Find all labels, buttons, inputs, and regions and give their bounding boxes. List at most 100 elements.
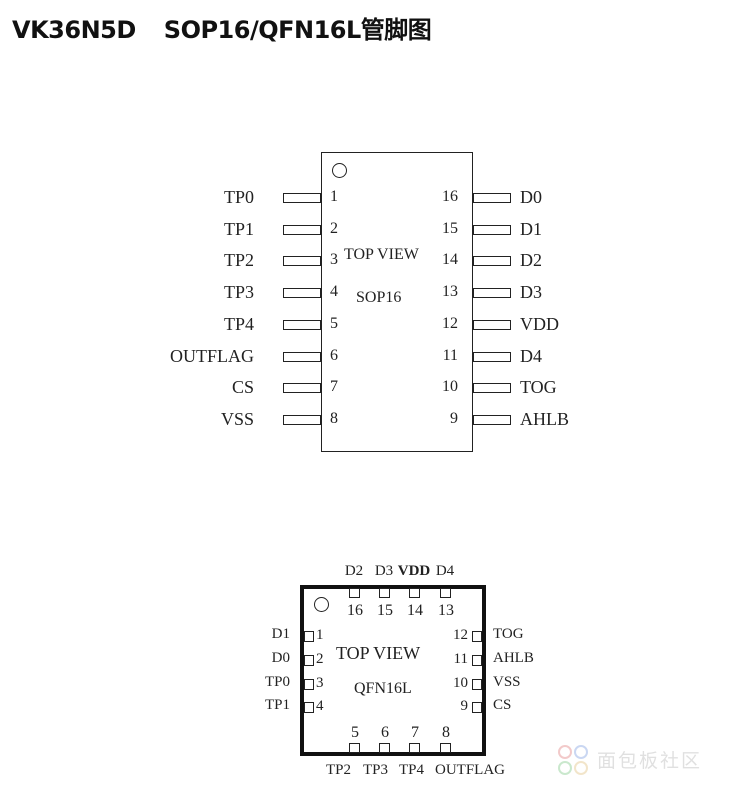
watermark-text: 面包板社区 <box>597 750 703 772</box>
sop16-pin-name: TP3 <box>223 282 254 303</box>
sop16-pin-number: 1 <box>330 188 338 205</box>
sop16-pin-name: D2 <box>520 250 542 271</box>
title-package: SOP16/QFN16L管脚图 <box>163 16 432 44</box>
qfn16-pin-number: 4 <box>316 698 324 714</box>
qfn16-pin-number: 1 <box>316 627 324 643</box>
qfn16-pin-name: D3 <box>374 563 394 579</box>
sop16-pin-number: 2 <box>330 219 338 237</box>
qfn16-pin-number: 7 <box>411 724 419 741</box>
qfn16-pin-name: AHLB <box>493 650 534 666</box>
qfn16-pin-pad <box>304 702 314 713</box>
sop16-pin-number: 7 <box>330 378 338 396</box>
sop16-pin-name: OUTFLAG <box>170 345 254 366</box>
sop16-pin-lead <box>283 193 321 203</box>
sop16-pin-lead <box>473 288 511 299</box>
sop16-pin-name: D4 <box>520 345 542 366</box>
sop16-pin-lead <box>473 383 511 394</box>
qfn16-pin-name: TP4 <box>399 762 425 778</box>
qfn16-pin-name: TP0 <box>264 674 290 690</box>
qfn16-package-label: QFN16L <box>354 680 412 697</box>
title-part: VK36N5D <box>12 16 136 44</box>
sop16-pin-number: 10 <box>442 378 458 396</box>
sop16-pin-name: TP1 <box>223 218 254 239</box>
sop16-package-label: SOP16 <box>356 289 402 306</box>
sop16-pin-lead <box>283 383 321 394</box>
qfn16-pin-name: TP3 <box>363 762 389 778</box>
qfn16-pin-number: 10 <box>453 675 468 691</box>
sop16-pin-name: AHLB <box>520 408 569 429</box>
sop16-pin-name: TP4 <box>223 313 254 334</box>
qfn16-pin-number: 13 <box>438 602 454 619</box>
sop16-pin-name: TP2 <box>223 250 254 271</box>
qfn16-pin-name: TP2 <box>326 762 352 778</box>
sop16-pin-lead <box>473 414 511 425</box>
sop16-pin-lead <box>283 224 321 235</box>
qfn16-pin-number: 14 <box>407 602 423 619</box>
sop16-pin-name: CS <box>231 377 254 398</box>
sop16-pin-name: D1 <box>520 218 542 239</box>
sop16-pin-lead <box>283 319 321 330</box>
watermark: 面包板社区 <box>553 740 723 780</box>
qfn16-pin-number: 9 <box>460 698 469 714</box>
sop16-pin-number: 4 <box>330 283 338 301</box>
qfn16-pin-number: 12 <box>453 627 468 643</box>
sop16-pin-name: D0 <box>520 187 542 207</box>
sop16-pin-number: 5 <box>330 314 338 332</box>
sop16-pin-lead <box>473 256 511 267</box>
qfn16-chip-body <box>300 585 486 756</box>
sop16-pin-name: D3 <box>520 282 542 303</box>
pin1-marker-icon <box>332 163 347 178</box>
sop16-pin-lead <box>473 351 511 362</box>
qfn16-pin-pad <box>349 588 360 598</box>
qfn16-pin-pad <box>379 743 390 753</box>
qfn16-pin-number: 6 <box>381 724 389 741</box>
sop16-pin-number: 11 <box>442 346 458 364</box>
sop16-pin-number: 12 <box>442 314 458 332</box>
page-title: VK36N5D SOP16/QFN16L管脚图 <box>12 10 432 45</box>
qfn16-pin-pad <box>472 702 482 713</box>
sop16-view-label: TOP VIEW <box>344 246 419 263</box>
sop16-pin-lead <box>283 256 321 267</box>
qfn16-pin-name: D0 <box>271 650 290 666</box>
qfn16-pin-pad <box>440 588 451 598</box>
qfn16-pin-name: VDD <box>397 563 431 579</box>
qfn16-pin-name: D2 <box>344 563 364 579</box>
qfn16-pin-number: 15 <box>377 602 393 619</box>
sop16-pin-name: VSS <box>220 408 254 429</box>
qfn16-pin-name: CS <box>493 697 512 713</box>
sop16-pin-lead <box>473 319 511 330</box>
qfn16-pin-number: 16 <box>347 602 363 619</box>
qfn16-pin-pad <box>472 679 482 690</box>
sop16-pin-lead <box>473 224 511 235</box>
sop16-pin-lead <box>283 414 321 425</box>
qfn16-pin-name: TOG <box>493 626 524 642</box>
qfn16-pin-pad <box>409 588 420 598</box>
qfn16-pin-number: 3 <box>316 675 324 691</box>
sop16-pin-number: 8 <box>330 409 338 427</box>
qfn16-pin-number: 8 <box>442 724 450 741</box>
qfn16-pin-name: D4 <box>435 563 455 579</box>
qfn16-pin-pad <box>304 631 314 642</box>
qfn16-pin-name: OUTFLAG <box>435 762 505 778</box>
sop16-pin-number: 3 <box>330 251 338 269</box>
qfn16-pin-number: 5 <box>351 724 359 741</box>
qfn16-pin-pad <box>472 655 482 666</box>
qfn16-pin-name: D1 <box>271 626 290 642</box>
qfn16-pin-name: VSS <box>493 674 521 690</box>
qfn16-pin-name: TP1 <box>264 697 290 713</box>
qfn16-pin-number: 11 <box>453 651 468 667</box>
sop16-pin-number: 15 <box>442 219 458 237</box>
sop16-pin-number: 9 <box>450 409 458 427</box>
qfn16-pin-pad <box>304 679 314 690</box>
qfn16-pin-pad <box>379 588 390 598</box>
sop16-pin-name: TOG <box>520 377 557 398</box>
qfn16-pin-pad <box>349 743 360 753</box>
qfn16-pin-pad <box>472 631 482 642</box>
qfn16-view-label: TOP VIEW <box>336 643 421 663</box>
sop16-pin-number: 14 <box>442 251 458 269</box>
sop16-pin-lead <box>283 351 321 362</box>
qfn16-pin-pad <box>409 743 420 753</box>
sop16-pin-lead <box>473 193 511 203</box>
sop16-pin-lead <box>283 288 321 299</box>
sop16-chip-body <box>321 152 473 452</box>
